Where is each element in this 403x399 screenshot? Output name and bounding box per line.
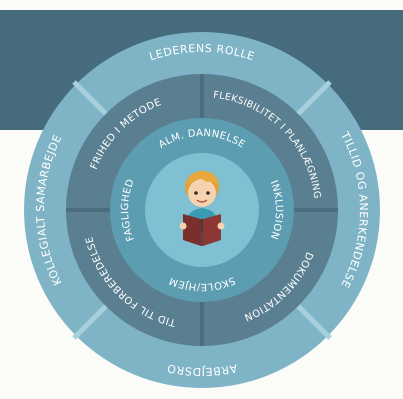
child-reading-book-icon <box>179 170 225 246</box>
inner-label-right: INKLUSION <box>268 179 284 241</box>
middle-ring-separators <box>66 74 338 346</box>
inner-label-left: FAGLIGHED <box>120 178 137 243</box>
outer-ring-separators <box>72 80 332 340</box>
svg-text:INKLUSION: INKLUSION <box>268 179 284 241</box>
outer-label-bottom: ARBEJDSRO <box>166 361 238 378</box>
svg-text:ARBEJDSRO: ARBEJDSRO <box>166 361 239 378</box>
svg-text:FAGLIGHED: FAGLIGHED <box>120 178 137 243</box>
